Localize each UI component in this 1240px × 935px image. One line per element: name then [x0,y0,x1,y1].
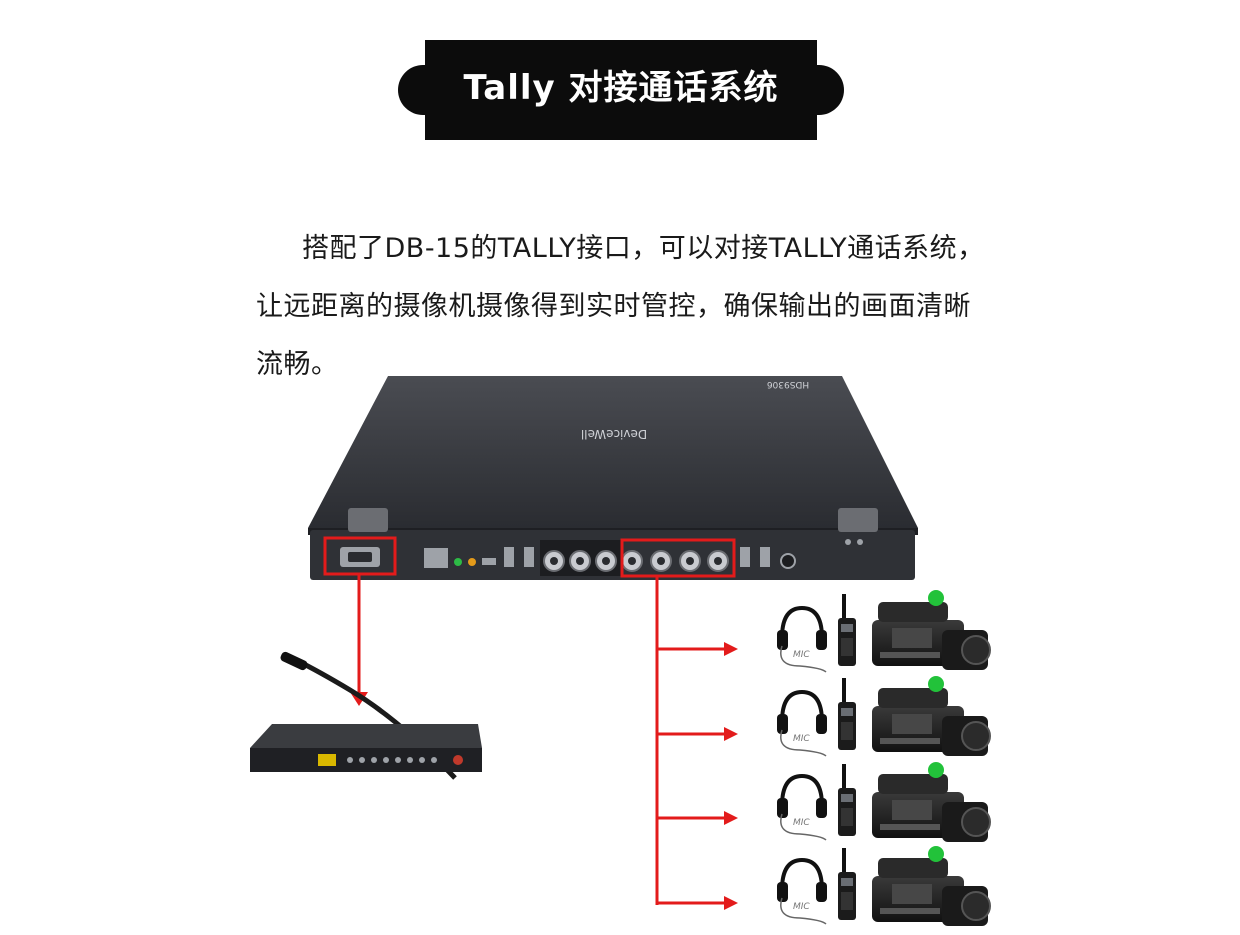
walkie-talkie-icon [838,848,856,920]
headset-icon [775,606,829,674]
arrowheads [350,642,738,910]
endpoint-1: MIC [775,589,991,674]
walkie-talkie-icon [838,678,856,750]
arrow-right-2 [724,727,738,741]
hdmi-in-2 [524,547,534,567]
description-text: 搭配了DB-15的TALLY接口，可以对接TALLY通话系统，让远距离的摄像机摄… [256,233,985,380]
ethernet-port [424,548,448,568]
hdmi-out-2 [760,547,770,567]
camera-icon [871,845,991,927]
title-banner: Tally 对接通话系统 [398,40,844,140]
hdmi-out-1 [740,547,750,567]
headset-icon [775,690,829,758]
connection-lines [357,574,726,905]
endpoint-4: MIC [775,845,991,927]
page-title: Tally 对接通话系统 [463,68,779,108]
power-port [780,553,796,569]
mic-label: MIC [793,734,810,744]
camera-icon [871,589,991,671]
title-box [425,40,817,140]
headset-icon [775,858,829,926]
brand-logo: DeviceWell [581,427,647,441]
camera-icon [871,675,991,757]
endpoint-2: MIC [775,675,991,758]
video-switcher-device: DeviceWell HDS9306 [308,376,918,580]
model-label: HDS9306 [767,379,810,389]
intercom-base-station [250,651,482,780]
arrow-right-1 [724,642,738,656]
walkie-talkie-icon [838,764,856,836]
hdmi-in-1 [504,547,514,567]
camera-icon [871,761,991,843]
mic-label: MIC [793,818,810,828]
arrow-right-4 [724,896,738,910]
mic-label: MIC [793,902,810,912]
mic-label: MIC [793,650,810,660]
description: 搭配了DB-15的TALLY接口，可以对接TALLY通话系统，让远距离的摄像机摄… [256,220,996,394]
headset-icon [775,774,829,842]
endpoint-3: MIC [775,761,991,843]
arrow-right-3 [724,811,738,825]
sdi-out-highlight [620,538,736,578]
walkie-talkie-icon [838,594,856,666]
